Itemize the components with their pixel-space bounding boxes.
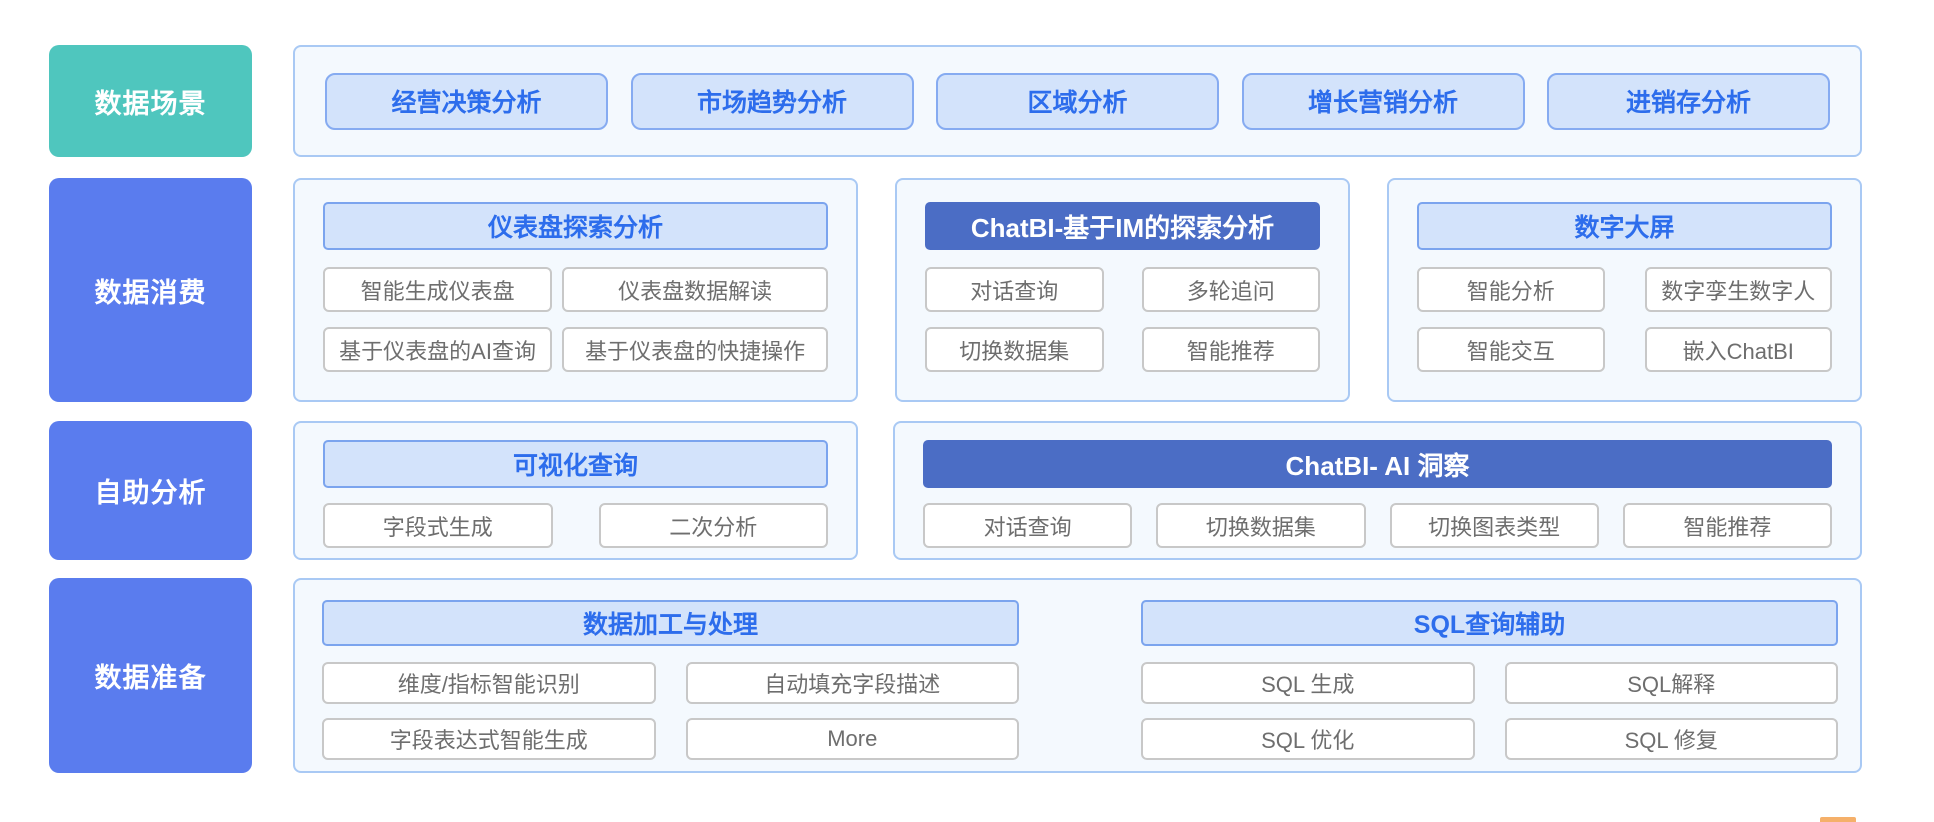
feature-sql-optimization: SQL 优化 bbox=[1141, 718, 1475, 760]
feature-switch-dataset: 切换数据集 bbox=[925, 327, 1104, 372]
header-digital-big-screen: 数字大屏 bbox=[1417, 202, 1832, 250]
header-chatbi-im-exploration: ChatBI-基于IM的探索分析 bbox=[925, 202, 1320, 250]
row-self-service-analysis: 自助分析 可视化查询 字段式生成 二次分析 ChatBI- AI 洞察 对话查询… bbox=[49, 421, 1862, 560]
feature-more: More bbox=[685, 718, 1019, 760]
visual-query-feature-grid: 字段式生成 二次分析 bbox=[323, 503, 828, 548]
sql-assist-feature-grid: SQL 生成 SQL解释 SQL 优化 SQL 修复 bbox=[1141, 662, 1838, 760]
feature-switch-chart-type: 切换图表类型 bbox=[1389, 503, 1599, 548]
group-sql-assist: SQL查询辅助 SQL 生成 SQL解释 SQL 优化 SQL 修复 bbox=[1141, 600, 1838, 771]
feature-smart-dashboard-generation: 智能生成仪表盘 bbox=[323, 267, 553, 312]
feature-auto-fill-field-description: 自动填充字段描述 bbox=[685, 662, 1019, 704]
feature-field-expression-generation: 字段表达式智能生成 bbox=[322, 718, 656, 760]
panel-data-preparation: 数据加工与处理 维度/指标智能识别 自动填充字段描述 字段表达式智能生成 Mor… bbox=[293, 578, 1862, 773]
header-visual-query: 可视化查询 bbox=[323, 440, 828, 488]
feature-secondary-analysis: 二次分析 bbox=[598, 503, 828, 548]
feature-embed-chatbi: 嵌入ChatBI bbox=[1644, 327, 1832, 372]
feature-sql-explanation: SQL解释 bbox=[1504, 662, 1838, 704]
dashboard-feature-grid: 智能生成仪表盘 仪表盘数据解读 基于仪表盘的AI查询 基于仪表盘的快捷操作 bbox=[323, 267, 828, 372]
row-label-data-preparation: 数据准备 bbox=[49, 578, 252, 773]
panel-scenario-chips: 经营决策分析 市场趋势分析 区域分析 增长营销分析 进销存分析 bbox=[293, 45, 1862, 157]
feature-sql-generation: SQL 生成 bbox=[1141, 662, 1475, 704]
row-data-consumption: 数据消费 仪表盘探索分析 智能生成仪表盘 仪表盘数据解读 基于仪表盘的AI查询 … bbox=[49, 178, 1862, 402]
feature-dashboard-quick-actions: 基于仪表盘的快捷操作 bbox=[562, 327, 828, 372]
row-data-preparation: 数据准备 数据加工与处理 维度/指标智能识别 自动填充字段描述 字段表达式智能生… bbox=[49, 578, 1862, 773]
feature-switch-dataset: 切换数据集 bbox=[1156, 503, 1366, 548]
feature-smart-recommendation: 智能推荐 bbox=[1622, 503, 1832, 548]
feature-field-based-generation: 字段式生成 bbox=[323, 503, 553, 548]
panel-chatbi-im-exploration: ChatBI-基于IM的探索分析 对话查询 多轮追问 切换数据集 智能推荐 bbox=[895, 178, 1350, 402]
panel-digital-big-screen: 数字大屏 智能分析 数字孪生数字人 智能交互 嵌入ChatBI bbox=[1387, 178, 1862, 402]
row-label-data-consumption: 数据消费 bbox=[49, 178, 252, 402]
chatbi-im-feature-grid: 对话查询 多轮追问 切换数据集 智能推荐 bbox=[925, 267, 1320, 372]
row-data-scenarios: 数据场景 经营决策分析 市场趋势分析 区域分析 增长营销分析 进销存分析 bbox=[49, 45, 1862, 157]
scenario-chip-regional: 区域分析 bbox=[936, 72, 1219, 130]
group-data-processing: 数据加工与处理 维度/指标智能识别 自动填充字段描述 字段表达式智能生成 Mor… bbox=[322, 600, 1019, 771]
big-screen-feature-grid: 智能分析 数字孪生数字人 智能交互 嵌入ChatBI bbox=[1417, 267, 1832, 372]
panel-chatbi-ai-insight: ChatBI- AI 洞察 对话查询 切换数据集 切换图表类型 智能推荐 bbox=[893, 421, 1862, 560]
feature-sql-repair: SQL 修复 bbox=[1504, 718, 1838, 760]
scenario-chip-business-decision: 经营决策分析 bbox=[325, 72, 608, 130]
data-processing-feature-grid: 维度/指标智能识别 自动填充字段描述 字段表达式智能生成 More bbox=[322, 662, 1019, 760]
scenario-chip-market-trend: 市场趋势分析 bbox=[630, 72, 914, 130]
feature-smart-interaction: 智能交互 bbox=[1417, 327, 1605, 372]
header-data-processing: 数据加工与处理 bbox=[322, 600, 1019, 646]
feature-dashboard-data-interpretation: 仪表盘数据解读 bbox=[562, 267, 828, 312]
header-chatbi-ai-insight: ChatBI- AI 洞察 bbox=[923, 440, 1832, 488]
panel-dashboard-exploration: 仪表盘探索分析 智能生成仪表盘 仪表盘数据解读 基于仪表盘的AI查询 基于仪表盘… bbox=[293, 178, 858, 402]
scenario-chip-inventory: 进销存分析 bbox=[1547, 72, 1830, 130]
header-dashboard-exploration: 仪表盘探索分析 bbox=[323, 202, 828, 250]
feature-smart-analysis: 智能分析 bbox=[1417, 267, 1605, 312]
header-sql-assist: SQL查询辅助 bbox=[1141, 600, 1838, 646]
panel-visual-query: 可视化查询 字段式生成 二次分析 bbox=[293, 421, 858, 560]
watermark-fragment bbox=[1820, 817, 1856, 822]
row-label-data-scenarios: 数据场景 bbox=[49, 45, 252, 157]
feature-digital-twin-human: 数字孪生数字人 bbox=[1644, 267, 1832, 312]
feature-dashboard-ai-query: 基于仪表盘的AI查询 bbox=[323, 327, 553, 372]
scenario-chip-growth-marketing: 增长营销分析 bbox=[1241, 72, 1525, 130]
feature-conversational-query: 对话查询 bbox=[925, 267, 1104, 312]
feature-dimension-metric-recognition: 维度/指标智能识别 bbox=[322, 662, 656, 704]
feature-smart-recommendation: 智能推荐 bbox=[1141, 327, 1320, 372]
feature-multi-turn-followup: 多轮追问 bbox=[1141, 267, 1320, 312]
feature-conversational-query: 对话查询 bbox=[923, 503, 1133, 548]
chatbi-ai-feature-grid: 对话查询 切换数据集 切换图表类型 智能推荐 bbox=[923, 503, 1832, 548]
row-label-self-service-analysis: 自助分析 bbox=[49, 421, 252, 560]
